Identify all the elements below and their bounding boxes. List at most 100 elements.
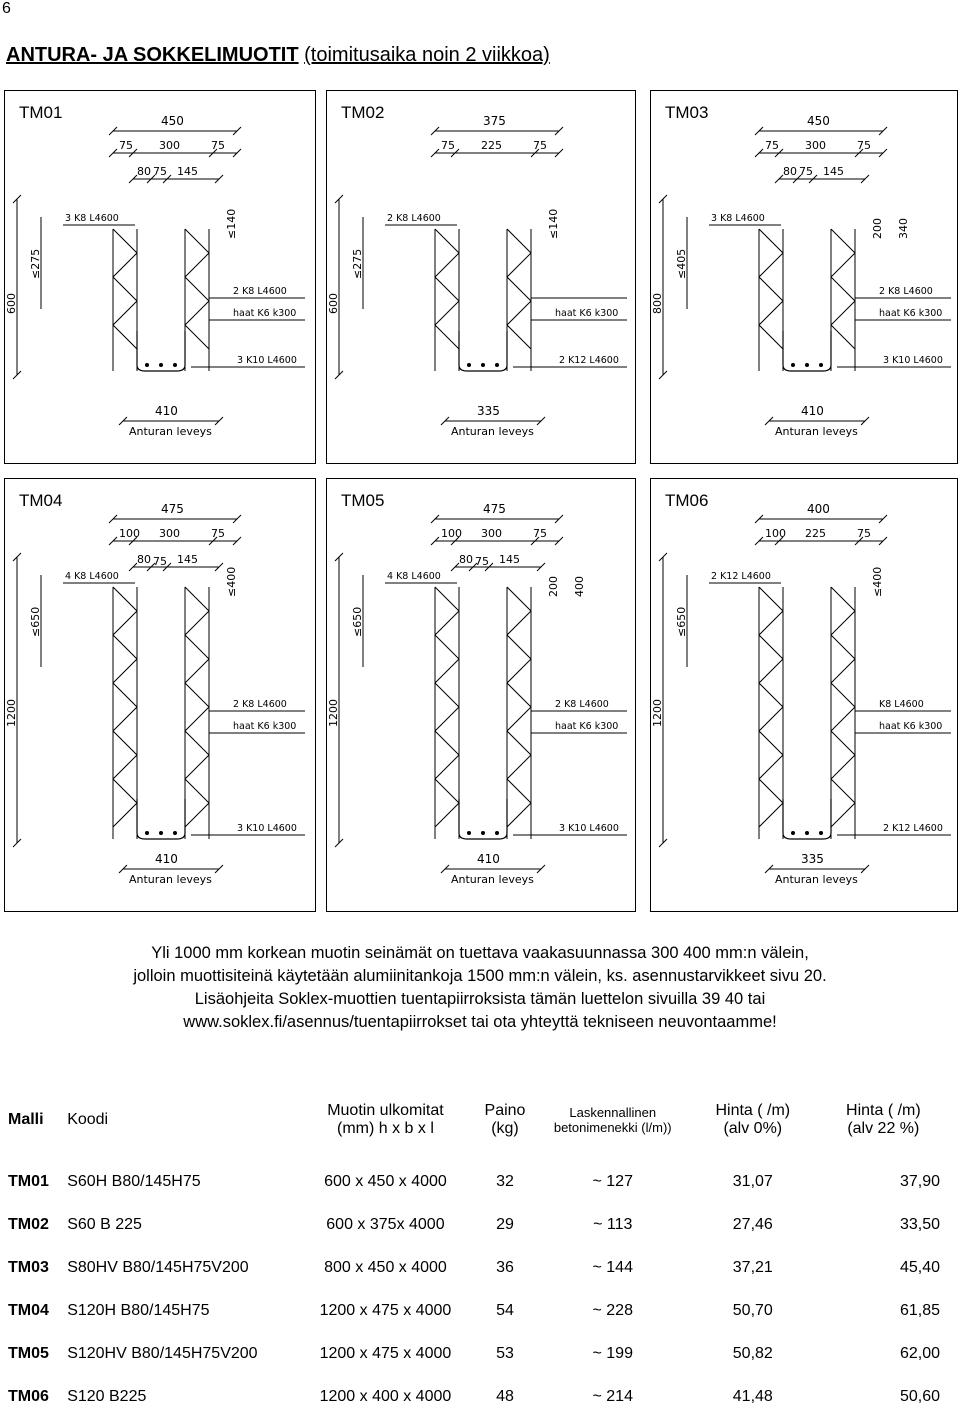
truss-diagonal [112,300,138,326]
truss-diagonal [506,276,532,302]
part-width-label: 100 [441,527,462,540]
height-label: 800 [651,293,664,314]
truss-diagonal [506,324,532,350]
part-width-label: 225 [805,527,826,540]
base-caption: Anturan leveys [775,873,858,886]
table-row: TM03 S80HV B80/145H75V200 800 x 450 x 40… [8,1246,952,1289]
truss-diagonal [184,634,210,660]
stirrup-label: haat K6 k300 [233,308,296,319]
dimension-tick [208,536,218,546]
truss-diagonal [112,586,138,612]
header-weight: Paino (kg) [475,1080,534,1160]
truss-diagonal [506,252,532,278]
table-row: TM06 S120 B225 1200 x 400 x 4000 48 ~ 21… [8,1375,952,1418]
width-label: 475 [483,502,506,516]
base-caption: Anturan leveys [451,873,534,886]
truss-diagonal [184,730,210,756]
dimension-tick [430,148,440,158]
truss-diagonal [830,754,856,780]
cell-weight: 48 [496,1387,514,1405]
truss-diagonal [184,778,210,804]
truss-diagonal [112,252,138,278]
dimension-tick [162,562,172,572]
dim-b-label: 200 [871,218,884,239]
dimension-tick [754,126,764,136]
dimension-tick [554,514,564,524]
rebar-top-label: 4 K8 L4600 [65,571,119,582]
truss-diagonal [434,610,460,636]
truss-diagonal [830,252,856,278]
sub-width-label: 145 [177,165,198,178]
part-width-label: 225 [481,139,502,152]
truss-diagonal [434,730,460,756]
drawing-code: TM05 [341,491,385,510]
part-width-label: 75 [211,139,225,152]
part-width-label: 75 [857,139,871,152]
truss-diagonal [434,586,460,612]
truss-diagonal [758,658,784,684]
drawing-code: TM01 [19,103,63,122]
truss-diagonal [758,802,784,828]
truss-diagonal [434,300,460,326]
dimension-tick [334,838,344,848]
dimension-tick [530,536,540,546]
cell-price-vat0: 31,07 [732,1172,773,1190]
part-width-label: 75 [857,527,871,540]
truss-diagonal [830,730,856,756]
dimension-tick [554,126,564,136]
truss-diagonal [112,706,138,732]
header-concrete-line2: betonimenekki (l/m)) [553,1120,672,1135]
cell-price-vat22: 50,60 [899,1387,940,1405]
header-weight-line2: (kg) [491,1120,519,1137]
dim-a-label: ≤650 [675,607,688,637]
page-title-main: ANTURA- JA SOKKELIMUOTIT [6,44,299,66]
dimension-tick [12,194,22,204]
dimension-tick [128,148,138,158]
rebar-dot [159,831,163,835]
cell-price-vat22: 33,50 [899,1215,940,1233]
rebar-mid-label: 2 K8 L4600 [233,699,287,710]
rebar-dot [791,831,795,835]
dim-b-label: ≤400 [871,567,884,597]
header-price-vat22: Hinta ( /m) (alv 22 %) [815,1080,952,1160]
header-dimensions-line2: (mm) h x b x l [337,1120,434,1137]
cell-price-vat0: 50,70 [732,1301,773,1319]
footing-cup [458,799,508,840]
truss-diagonal [506,586,532,612]
dimension-tick [128,536,138,546]
dim-b-label: ≤140 [225,209,238,239]
price-table: Malli Koodi Muotin ulkomitat (mm) h x b … [8,1080,952,1418]
rebar-mid-label: 2 K8 L4600 [233,286,287,297]
truss-diagonal [184,610,210,636]
cell-concrete: ~ 144 [592,1258,633,1276]
drawing-code: TM03 [665,103,709,122]
dimension-tick [208,148,218,158]
part-width-label: 300 [159,139,180,152]
truss-diagonal [434,682,460,708]
truss-diagonal [758,300,784,326]
cell-dimensions: 600 x 375x 4000 [326,1215,445,1233]
base-caption: Anturan leveys [129,873,212,886]
cell-koodi: S60H B80/145H75 [67,1172,201,1190]
cell-malli: TM06 [8,1387,49,1405]
truss-diagonal [758,610,784,636]
rebar-dot [145,363,149,367]
truss-diagonal [184,586,210,612]
base-width-label: 335 [477,404,500,418]
truss-diagonal [434,252,460,278]
base-width-label: 335 [801,852,824,866]
cell-weight: 54 [496,1301,514,1319]
truss-diagonal [112,634,138,660]
sub-width-label: 75 [475,555,489,568]
truss-diagonal [830,682,856,708]
installation-note: Yli 1000 mm korkean muotin seinämät on t… [20,942,940,1034]
dimension-tick [792,174,802,184]
rebar-dot [805,363,809,367]
cell-koodi: S120HV B80/145H75V200 [67,1344,258,1362]
footing-cup [458,331,508,372]
dimension-tick [774,174,784,184]
footing-cup [782,799,832,840]
page-number: 6 [2,0,11,17]
part-width-label: 75 [119,139,133,152]
sub-width-label: 75 [799,165,813,178]
